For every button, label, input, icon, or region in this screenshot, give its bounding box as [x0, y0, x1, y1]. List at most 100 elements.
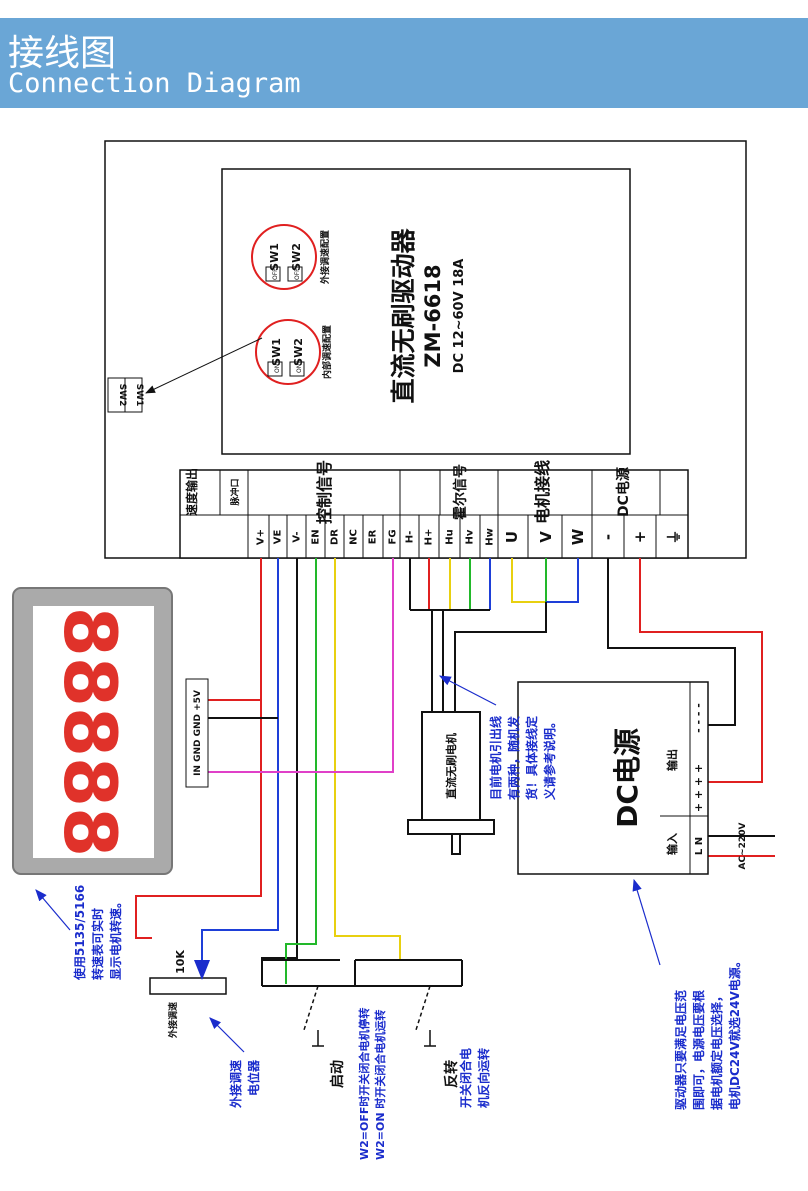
internal-sw1-label: SW1: [270, 338, 283, 366]
wire-vplus-red: [135, 558, 262, 939]
bldc-motor: 直流无刷电机: [407, 711, 495, 855]
internal-sw2-state: ON: [296, 364, 303, 373]
potentiometer-value: 10K: [174, 950, 187, 974]
terminal-pin-label: EN: [311, 529, 322, 544]
external-sw1-state: OFF: [272, 268, 279, 280]
driver-model: ZM-6618: [421, 264, 445, 367]
internal-sw1-state: ON: [274, 364, 281, 373]
motor-label: 直流无刷电机: [444, 733, 458, 799]
power-input-label: 输入: [665, 833, 679, 855]
terminal-pin-label: ⏚: [665, 529, 683, 544]
terminal-pin-label: VE: [273, 530, 284, 545]
potentiometer-note: 外接调速 电位器: [209, 1017, 261, 1108]
supply-note-line-1: 驱动器只要满足电压范: [673, 990, 688, 1110]
terminal-pin-label: +: [631, 531, 649, 544]
reverse-description: 开关闭合电 机反向运转: [458, 1048, 491, 1108]
internal-dip-circle: [255, 319, 321, 385]
internal-sw2-label: SW2: [292, 338, 305, 366]
side-sw1-label: SW1: [134, 384, 144, 407]
terminal-pin-label: V: [537, 531, 555, 543]
tacho-note-line-2: 转速表可实时: [90, 908, 105, 980]
terminal-pin-label: FG: [388, 529, 399, 544]
external-sw1-label: SW1: [268, 243, 281, 271]
start-description: W2=OFF时开关闭合电机停转 W2=ON 时开关闭合电机运转: [357, 1008, 387, 1160]
pot-note-line-2: 电位器: [246, 1059, 261, 1096]
reverse-switch-label: 反转: [443, 1060, 460, 1088]
internal-sw1-box: [267, 361, 283, 377]
tachometer-digits: 88888: [48, 607, 132, 858]
tachometer-display: 88888: [12, 587, 173, 875]
start-switch: 启动: [261, 959, 355, 1088]
potentiometer-label: 外接调速: [167, 1002, 179, 1039]
start-switch-label: 启动: [329, 1060, 346, 1088]
terminal-pin-label: U: [503, 531, 521, 543]
wire-fg-magenta: [206, 558, 394, 773]
terminal-pin-label: -: [599, 534, 617, 540]
dip-pointer-arrow: [145, 337, 263, 394]
motor-note-line-1: 目前电机引出线: [488, 716, 503, 800]
reverse-switch: 反转: [354, 959, 463, 1088]
group-control-signal: 控制信号: [315, 460, 334, 524]
terminal-pin-label: NC: [349, 529, 360, 545]
reverse-desc-line-2: 机反向运转: [476, 1048, 491, 1108]
supply-note-line-2: 围即可，电源电压要根: [691, 990, 706, 1110]
motor-flange: [407, 819, 495, 835]
terminal-pin-label: H-: [405, 531, 416, 544]
terminal-block: [179, 469, 689, 559]
terminal-pin-label: DR: [330, 529, 341, 545]
motor-note-line-4: 义请参考说明。: [542, 716, 557, 801]
internal-config-label: 内部调速配置: [321, 325, 333, 379]
power-ac-label: AC~220V: [738, 823, 748, 870]
wire-dc-minus: [607, 558, 736, 726]
start-desc-line-1: W2=OFF时开关闭合电机停转: [357, 1008, 371, 1160]
driver-spec: DC 12~60V 18A: [452, 259, 467, 374]
motor-lead-note: 目前电机引出线 有两种，随机发 货！具体接线定 义请参考说明。: [438, 675, 557, 801]
power-supply-body: [517, 681, 709, 875]
external-sw2-state: OFF: [294, 268, 301, 280]
wire-ve-blue: [201, 558, 279, 968]
external-dip-config: OFF OFF SW1 SW2 外接调速配置: [251, 224, 331, 290]
power-supply-title: DC电源: [611, 728, 644, 828]
title-banner: 接线图 Connection Diagram: [0, 18, 808, 108]
motor-body: [421, 711, 481, 821]
wire-en-green: [285, 558, 317, 984]
power-output-negative: - - - -: [692, 703, 705, 733]
title-chinese: 接线图: [8, 33, 117, 74]
power-input-ln: L N: [694, 837, 705, 855]
terminal-pin-label: V-: [292, 531, 303, 542]
group-pulse: 脉冲口: [229, 478, 241, 506]
external-sw1-box: [265, 266, 281, 282]
terminal-pin-dividers: [247, 515, 657, 558]
external-config-label: 外接调速配置: [319, 230, 331, 285]
dc-power-supply: DC电源 输出 - - - - + + + + 输入 L N AC~220V: [517, 681, 748, 875]
side-sw2-label: SW2: [117, 384, 127, 407]
group-dc-power: DC电源: [615, 467, 632, 517]
internal-sw2-box: [289, 361, 305, 377]
display-pin-labels: IN GND GND +5V: [193, 690, 203, 776]
terminal-pin-label: Hu: [445, 529, 456, 545]
wire-dc-plus: [639, 558, 763, 783]
display-pin-header: [185, 678, 209, 788]
wire-dr-yellow: [334, 558, 401, 960]
group-hall-signal: 霍尔信号: [452, 464, 469, 520]
terminal-pin-label: V+: [256, 529, 267, 545]
power-output-label: 输出: [665, 749, 679, 771]
driver-label-panel: [221, 168, 631, 455]
driver-name: 直流无刷驱动器: [389, 228, 418, 404]
group-motor-wiring: 电机接线: [533, 460, 552, 524]
external-sw2-label: SW2: [290, 243, 303, 271]
speed-potentiometer: 10K 外接调速: [149, 950, 227, 1039]
supply-note-line-3: 据电机额定电压选择，: [709, 990, 724, 1110]
tachometer-note: 使用5135/5166 转速表可实时 显示电机转速。: [35, 885, 123, 981]
motor-note-line-3: 货！具体接线定: [524, 716, 539, 800]
reverse-desc-line-1: 开关闭合电: [458, 1048, 473, 1108]
motor-note-line-2: 有两种，随机发: [506, 715, 521, 800]
title-english: Connection Diagram: [8, 68, 301, 99]
motor-shaft: [451, 833, 461, 855]
internal-dip-config: ON ON SW1 SW2 内部调速配置: [255, 319, 333, 385]
external-sw2-box: [287, 266, 303, 282]
tacho-note-line-1: 使用5135/5166: [72, 885, 87, 981]
